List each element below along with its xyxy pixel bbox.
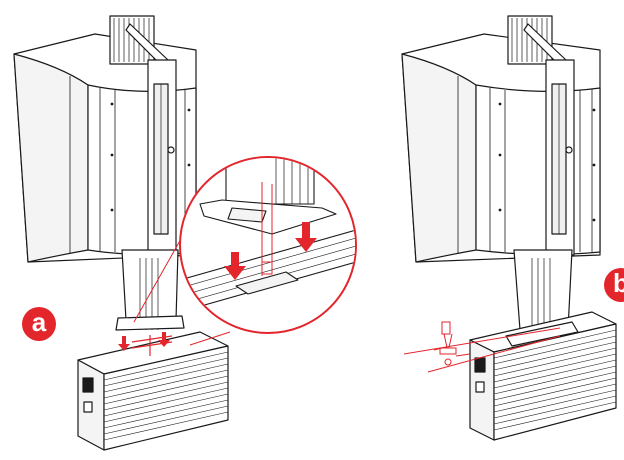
- fixture-right: [401, 15, 601, 338]
- arrow-icon: [224, 222, 317, 280]
- arrow-icon: [118, 332, 170, 351]
- step-a-badge: a: [22, 307, 56, 341]
- ballast-left: [77, 331, 229, 451]
- step-b-badge: b: [604, 268, 624, 302]
- screw-icon: [403, 321, 561, 373]
- fixture-left: [13, 15, 197, 331]
- detail-magnifier: [133, 156, 357, 346]
